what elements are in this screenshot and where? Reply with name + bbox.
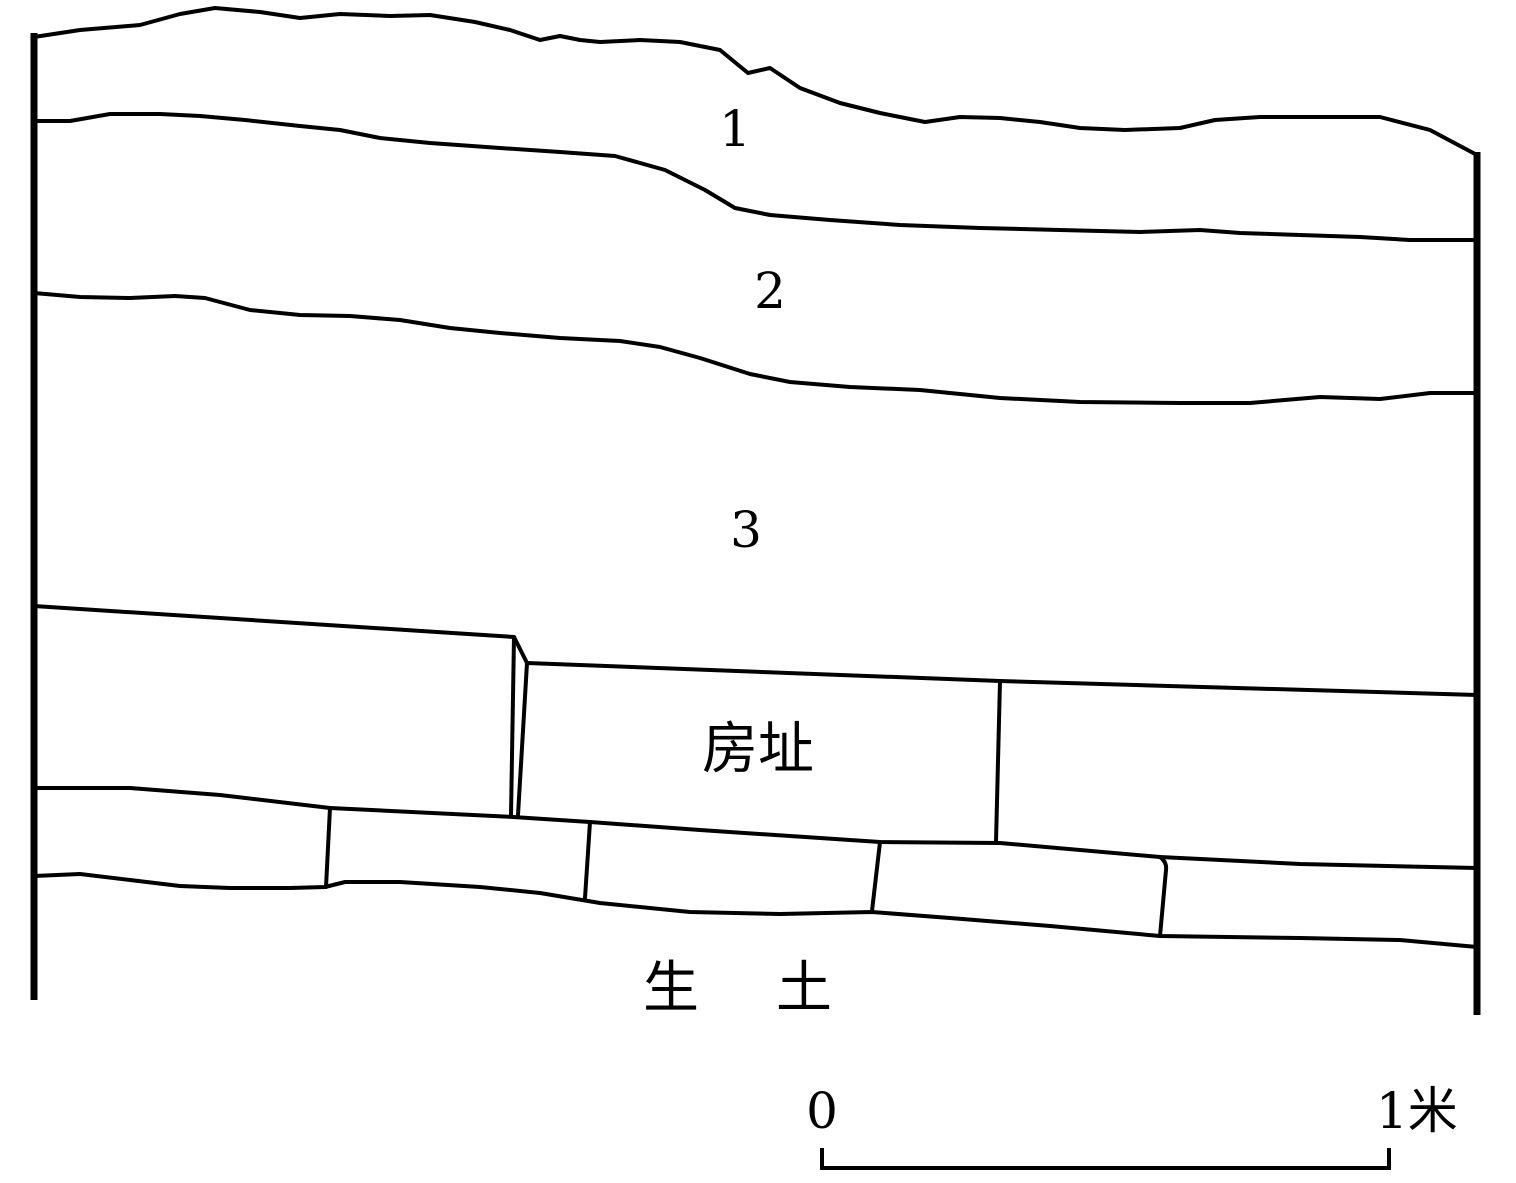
scale-bar-end-label: 1米 — [1376, 1082, 1458, 1140]
natural-soil-label-part1: 生 — [643, 956, 699, 1021]
scale-bar-line — [820, 1148, 1391, 1170]
layer-3-label: 3 — [730, 501, 762, 559]
house-floor-line — [32, 786, 1479, 870]
foundation-block-divider-3 — [870, 840, 882, 913]
house-wall-edge-left — [509, 635, 529, 817]
ground-surface-line — [32, 6, 1479, 157]
layer-3-house-boundary — [32, 604, 1479, 697]
layer-1-label: 1 — [719, 100, 751, 158]
house-wall-edge-right — [994, 679, 1002, 844]
scale-bar: 0 1米 — [806, 1082, 1458, 1170]
scale-bar-start-label: 0 — [806, 1082, 838, 1140]
layer-2-3-boundary — [32, 291, 1479, 405]
layer-1-2-boundary — [32, 112, 1479, 242]
foundation-block-divider-1 — [324, 806, 332, 889]
natural-soil-boundary — [32, 872, 1479, 949]
house-site-label: 房址 — [702, 717, 814, 782]
natural-soil-label-part2: 土 — [776, 956, 832, 1021]
foundation-block-divider-4 — [1158, 855, 1169, 938]
foundation-block-divider-2 — [583, 820, 592, 900]
layer-2-label: 2 — [754, 262, 786, 320]
